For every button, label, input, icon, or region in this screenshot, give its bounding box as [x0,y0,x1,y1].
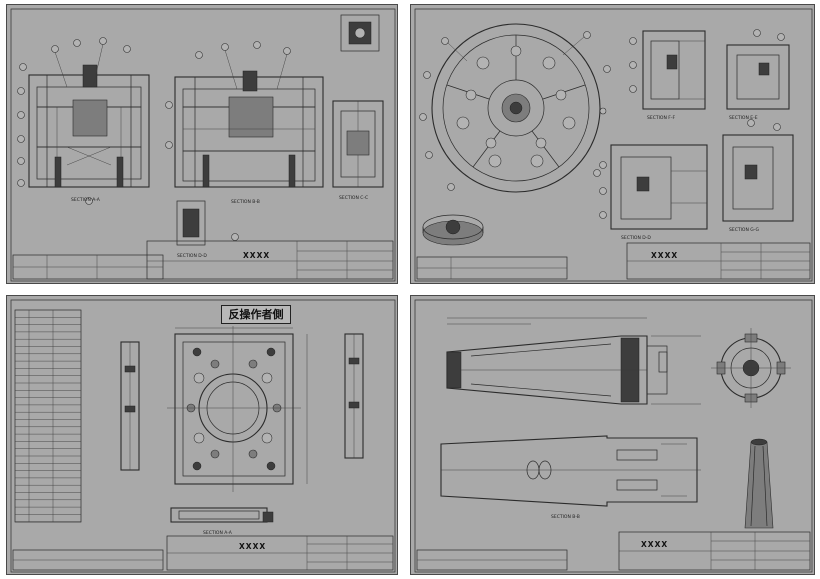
caption-section-d-d: SECTION D-D [177,253,207,259]
section-f-f-view [629,30,706,110]
caption-section-b-b: SECTION B-B [551,514,580,520]
section-c-c-side-view [332,100,384,188]
caption-section-a-a: SECTION A-A [203,530,233,536]
main-plate-plan [167,326,308,492]
section-g-g-view [722,119,794,222]
hole-table [14,309,82,523]
title-block-project: XXXX [243,251,270,260]
plan-view-thumbnail [340,14,380,52]
section-e-e-view [726,29,790,110]
plate-plan-drawing: SECTION A-A XXXX [10,299,396,573]
caption-section-e-e: SECTION E-E [729,115,758,121]
right-side-view [344,333,364,459]
hole-table-rows [15,317,81,522]
nozzle-3d-preview [744,438,774,529]
caption-section-c-c: SECTION C-C [339,195,368,201]
part-number-balloons [17,37,291,241]
detail-view [176,200,206,246]
title-block-project: XXXX [239,542,266,551]
plate-callouts [419,31,611,191]
circular-cavity-plate [431,23,607,193]
caption-section-a-a: SECTION A-A [71,197,101,203]
section-b-b-assembly [174,70,324,188]
title-block: XXXX [416,531,811,571]
drawing-sheet-nozzle-part: SECTION B-B XXXX [410,295,815,575]
section-d-d-view [599,144,708,230]
nozzle-end-view [711,328,791,408]
title-block-project: XXXX [641,540,668,549]
left-side-view [120,341,140,471]
mold-section-drawing: SECTION A-A SECTION B-B SECTION C-C SECT… [10,8,396,282]
section-a-a-assembly [28,64,150,188]
caption-section-g-g: SECTION G-G [729,227,760,233]
drawing-sheet-mold-sections: SECTION A-A SECTION B-B SECTION C-C SECT… [6,4,398,284]
bottom-section-view [170,507,274,523]
title-block: XXXX [12,240,394,280]
title-block: XXXX [416,242,811,280]
drawing-sheet-plate-plan: 反操作者側 [6,295,398,575]
isometric-preview [422,214,484,246]
nozzle-side-view [446,317,701,405]
title-block-project: XXXX [651,251,678,260]
sheet-heading: 反操作者側 [221,305,291,324]
section-b-b-view [440,435,701,507]
title-block: XXXX [12,535,394,571]
caption-section-f-f: SECTION F-F [647,115,675,121]
nozzle-part-drawing: SECTION B-B XXXX [414,299,813,573]
caption-section-b-b: SECTION B-B [231,199,260,205]
caption-section-d-d: SECTION D-D [621,235,651,241]
plate-layout-drawing: SECTION F-F SECTION E-E SECTION D-D SECT… [414,8,813,282]
drawing-sheet-plate-layout: SECTION F-F SECTION E-E SECTION D-D SECT… [410,4,815,284]
